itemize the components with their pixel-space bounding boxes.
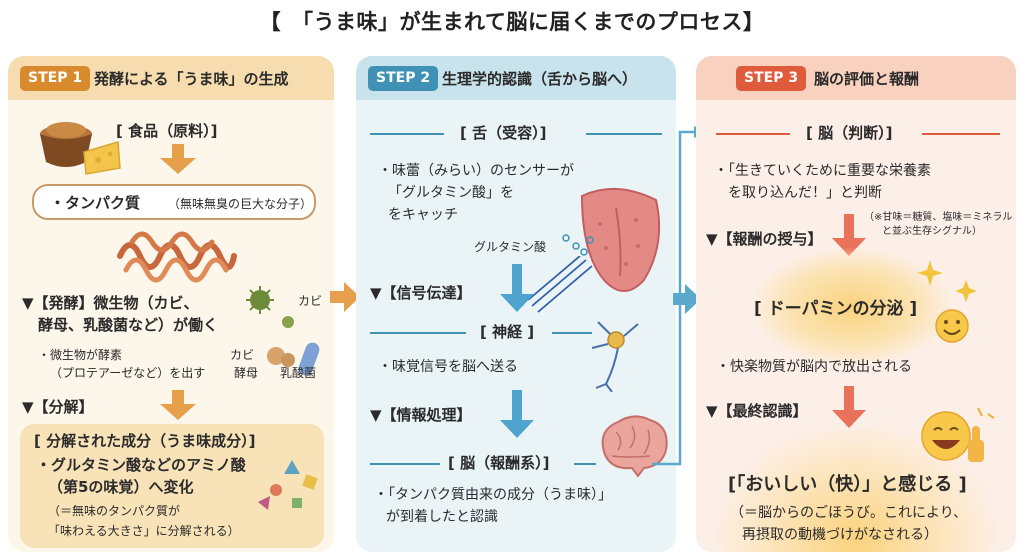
result-title: [ 分解された成分（うま味成分）] <box>34 432 256 450</box>
lactic-label: 乳酸菌 <box>280 366 317 380</box>
ferment-line1: ▼【発酵】微生物（カビ、 <box>22 294 199 312</box>
reward-label: ▼【報酬の授与】 <box>706 230 823 248</box>
judge-brain-label: [ 脳（判断）] <box>806 124 893 142</box>
taste-line3: をキャッチ <box>388 207 458 223</box>
mold-label-1: カビ <box>298 294 323 308</box>
glutamate-label: グルタミン酸 <box>474 240 547 254</box>
divider <box>922 133 1000 135</box>
arrow-right-icon <box>673 284 701 314</box>
laughing-thumbs-up-icon <box>921 407 995 462</box>
tongue-icon <box>580 187 661 292</box>
step3-header: STEP 3 脳の評価と報酬 <box>696 56 1016 100</box>
arrow-down-icon <box>500 264 534 312</box>
step1-title: 発酵による「うま味」の生成 <box>94 70 289 88</box>
taste-line1: ・味蕾（みらい）のセンサーが <box>378 163 574 179</box>
step1-header: STEP 1 発酵による「うま味」の生成 <box>8 56 334 100</box>
step1-panel: STEP 1 発酵による「うま味」の生成 [ 食品（原料）] ・タンパク質 （無… <box>8 56 334 552</box>
divider <box>574 463 596 465</box>
divider <box>552 332 592 334</box>
glutamate-molecules-icon <box>562 234 594 256</box>
process-label: ▼【情報処理】 <box>370 406 472 424</box>
food-icon <box>40 122 121 175</box>
note-line2: と並ぶ生存シグナル） <box>882 226 982 237</box>
note-line1: （※甘味＝糖質、塩味＝ミネラル <box>864 212 1013 223</box>
result-line3: （＝無味のタンパク質が <box>48 504 181 518</box>
amino-acid-shapes-icon <box>258 460 318 510</box>
arrow-down-icon <box>832 386 866 428</box>
judge-line1: ・「生きていくために重要な栄養素 <box>714 163 931 179</box>
taste-line2: 「グルタミン酸」を <box>388 185 514 201</box>
step3-title: 脳の評価と報酬 <box>814 70 920 88</box>
divider <box>716 133 790 135</box>
mold-label-2: カビ <box>230 348 255 362</box>
page-title: 【 「うま味」が生まれて脳に届くまでのプロセス】 <box>259 10 765 34</box>
explain-line2: 再摂取の動機づけがなされる） <box>742 527 938 543</box>
arrow-down-icon <box>500 390 534 438</box>
protein-label: ・タンパク質 <box>50 194 141 212</box>
step2-title: 生理学的認識（舌から脳へ） <box>442 70 638 88</box>
step1-badge: STEP 1 <box>20 66 91 91</box>
brain-reward-label: [ 脳（報酬系）] <box>448 454 550 472</box>
food-label: [ 食品（原料）] <box>116 122 218 140</box>
arrow-down-icon <box>160 390 196 420</box>
divider <box>370 332 466 334</box>
sparkle-smile-icon <box>917 260 977 343</box>
signal-label: ▼【信号伝達】 <box>370 284 472 302</box>
divider <box>370 133 444 135</box>
divider <box>586 133 662 135</box>
nerve-label: [ 神経 ] <box>480 323 535 341</box>
protein-chain-icon <box>117 231 237 283</box>
enzyme-line1: ・微生物が酵素 <box>38 348 123 362</box>
neuron-icon <box>591 321 639 392</box>
result-line2: （第5の味覚）へ変化 <box>48 478 194 496</box>
divider <box>370 463 440 465</box>
brain-icon <box>601 415 668 478</box>
arrow-down-icon <box>832 214 866 256</box>
arrow-right-icon <box>330 282 360 312</box>
tongue-label: [ 舌（受容）] <box>460 124 547 142</box>
yeast-label: 酵母 <box>234 366 259 380</box>
step2-panel: STEP 2 生理学的認識（舌から脳へ） [ 舌（受容）] ・味蕾（みらい）のセ… <box>356 56 676 552</box>
explain-line1: （＝脳からのごほうび。これにより、 <box>730 505 968 521</box>
judge-line2: を取り込んだ！」と判断 <box>728 185 882 201</box>
protein-box: ・タンパク質 （無味無臭の巨大な分子） <box>32 184 316 220</box>
arrow-down-icon <box>160 144 196 174</box>
step2-badge: STEP 2 <box>368 66 439 91</box>
step2-header: STEP 2 生理学的認識（舌から脳へ） <box>356 56 676 100</box>
nerve-text: ・味覚信号を脳へ送る <box>378 359 518 375</box>
microbes-icon <box>246 286 320 376</box>
decompose-label: ▼【分解】 <box>22 398 94 416</box>
ferment-line2: 酵母、乳酸菌など）が働く <box>38 316 219 334</box>
result-line4: 「味わえる大きさ」に分解される） <box>48 524 240 538</box>
signal-lines-icon <box>527 256 593 313</box>
final-label: ▼【最終認識】 <box>706 402 808 420</box>
protein-sub-label: （無味無臭の巨大な分子） <box>168 197 313 211</box>
brain-line1: ・「タンパク質由来の成分（うま味）」 <box>374 487 612 503</box>
dopamine-label: [ ドーパミンの分泌 ] <box>754 299 918 319</box>
pleasure-text: ・快楽物質が脳内で放出される <box>716 359 912 375</box>
enzyme-line2: （プロテアーゼなど）を出す <box>50 366 206 380</box>
delicious-label: [「おいしい（快）」と感じる ] <box>728 474 967 495</box>
dopamine-glow <box>752 248 952 366</box>
step3-badge: STEP 3 <box>736 66 807 91</box>
result-line1: ・グルタミン酸などのアミノ酸 <box>36 456 246 474</box>
brain-line2: が到着したと認識 <box>386 509 498 525</box>
step3-panel: STEP 3 脳の評価と報酬 [ 脳（判断）] ・「生きていくために重要な栄養素… <box>696 56 1016 552</box>
